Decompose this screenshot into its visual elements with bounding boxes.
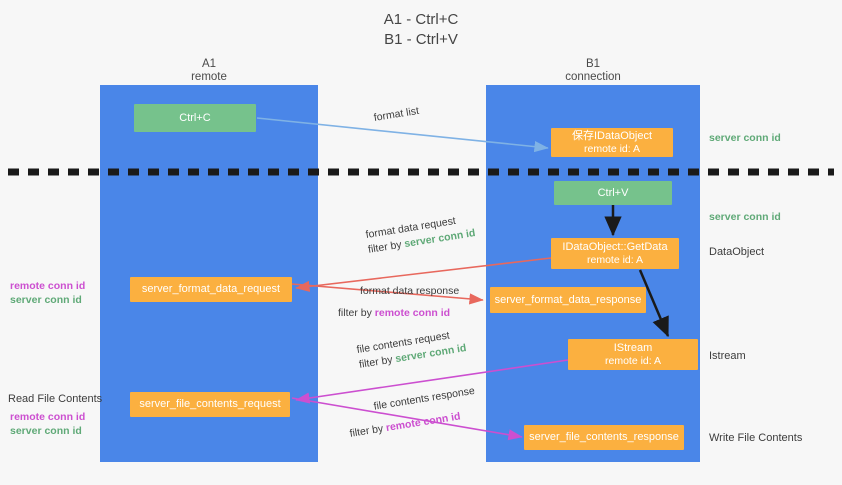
node-save-idataobject[interactable]: 保存IDataObject remote id: A	[551, 128, 673, 157]
lane-b1-name: B1	[585, 58, 601, 70]
left-note-bottom-server-conn-id: server conn id	[10, 425, 82, 437]
edge-format-data-response-filter-value: remote conn id	[374, 307, 451, 319]
node-server-format-data-request-label: server_format_data_request	[141, 283, 281, 295]
lane-b1-sub: connection	[565, 71, 621, 83]
edge-label-format-data-request: format data request filter by server con…	[365, 211, 477, 258]
node-idataobject-getdata-line1: IDataObject::GetData	[562, 240, 668, 253]
edge-format-data-response-title: format data response	[360, 285, 460, 297]
node-save-idataobject-line1: 保存IDataObject	[571, 129, 653, 142]
edge-label-file-contents-request: file contents request filter by server c…	[356, 326, 468, 373]
node-idataobject-getdata[interactable]: IDataObject::GetData remote id: A	[551, 238, 679, 269]
left-note-conn-pair-top: remote conn id server conn id	[10, 279, 85, 307]
node-server-file-contents-response-label: server_file_contents_response	[529, 431, 679, 443]
node-ctrl-c[interactable]: Ctrl+C	[134, 104, 256, 132]
edge-label-file-contents-response: file contents response filter by remote …	[345, 384, 479, 442]
left-note-conn-pair-bottom: remote conn id server conn id	[10, 410, 85, 438]
node-server-format-data-response[interactable]: server_format_data_response	[490, 287, 646, 313]
diagram-title: A1 - Ctrl+C B1 - Ctrl+V	[0, 10, 842, 50]
node-save-idataobject-line2: remote id: A	[583, 142, 641, 155]
edge-label-format-list: format list	[373, 104, 420, 126]
node-server-file-contents-request-label: server_file_contents_request	[139, 398, 281, 410]
node-server-file-contents-response[interactable]: server_file_contents_response	[524, 425, 684, 450]
edge-label-format-list-text: format list	[372, 104, 420, 124]
edge-label-format-data-response: format data response filter by remote co…	[338, 284, 459, 321]
node-istream-line2: remote id: A	[604, 354, 662, 367]
edge-file-contents-response-filter-value: remote conn id	[385, 410, 462, 435]
left-note-bottom-remote-conn-id: remote conn id	[10, 411, 86, 423]
node-ctrl-c-label: Ctrl+C	[179, 111, 211, 124]
node-istream-line1: IStream	[613, 341, 653, 354]
edge-format-data-response-filter-prefix: filter by	[338, 307, 375, 319]
lane-header-a1: A1 remote	[129, 58, 289, 84]
title-line-2: B1 - Ctrl+V	[384, 31, 458, 48]
right-note-server-conn-top: server conn id	[709, 132, 781, 144]
node-server-format-data-request[interactable]: server_format_data_request	[130, 277, 292, 302]
right-note-istream: Istream	[709, 350, 746, 362]
left-note-top-remote-conn-id: remote conn id	[10, 280, 86, 292]
lane-a1-name: A1	[201, 58, 217, 70]
left-note-read-file-contents: Read File Contents	[8, 393, 103, 405]
node-server-format-data-response-label: server_format_data_response	[494, 293, 642, 306]
edge-file-contents-response-filter-prefix: filter by	[348, 422, 387, 440]
node-istream[interactable]: IStream remote id: A	[568, 339, 698, 370]
node-ctrl-v-label: Ctrl+V	[597, 186, 629, 199]
lane-a1-sub: remote	[191, 71, 227, 83]
node-server-file-contents-request[interactable]: server_file_contents_request	[130, 392, 290, 417]
node-idataobject-getdata-line2: remote id: A	[586, 253, 644, 266]
edge-format-data-response-filter: filter by remote conn id	[338, 299, 459, 321]
node-ctrl-v[interactable]: Ctrl+V	[554, 181, 672, 205]
title-line-1: A1 - Ctrl+C	[383, 11, 459, 28]
left-note-top-server-conn-id: server conn id	[10, 294, 82, 306]
right-note-write-file-contents: Write File Contents	[709, 432, 803, 444]
right-note-server-conn-mid: server conn id	[709, 211, 781, 223]
lane-header-b1: B1 connection	[513, 58, 673, 84]
right-note-dataobject: DataObject	[709, 246, 765, 258]
